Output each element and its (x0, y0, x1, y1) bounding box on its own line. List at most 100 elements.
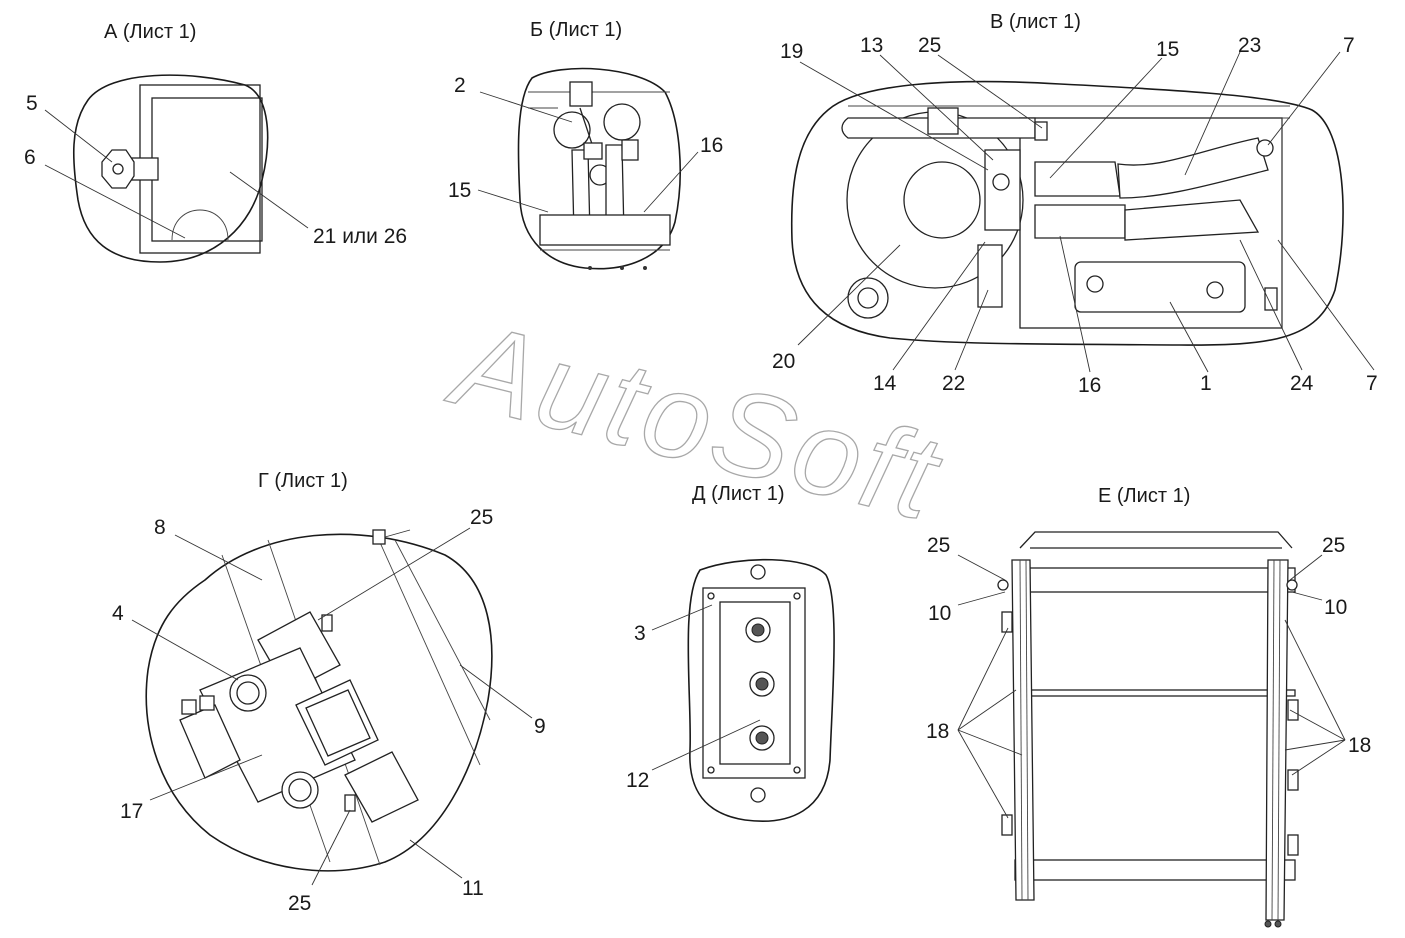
callout-e-10-left: 10 (928, 602, 951, 625)
callout-e-25-right: 25 (1322, 534, 1345, 557)
leader-g-8 (174, 534, 263, 581)
leader-v-13 (879, 54, 994, 161)
view-v-clamp-lower (1264, 287, 1278, 311)
callout-e-18-left: 18 (926, 720, 949, 743)
leader-g-4 (131, 619, 239, 681)
leader-g-9 (459, 664, 533, 719)
view-b-block (539, 214, 671, 246)
leader-g-11 (409, 839, 463, 879)
leader-d-12 (651, 719, 761, 771)
leader-v-19 (799, 61, 989, 171)
view-e-end-cap (1264, 920, 1272, 928)
leader-g-17 (149, 754, 263, 801)
leader-g-25-top (317, 527, 471, 621)
callout-a-5: 5 (26, 92, 38, 115)
view-g: Г (Лист 1) 8 25 4 9 17 25 11 (112, 470, 546, 915)
leader-e-18-left (957, 729, 1023, 756)
view-e-clip (1287, 834, 1299, 856)
view-a: А (Лист 1) 5 6 21 или 26 (24, 21, 407, 263)
view-d-mount-top (750, 564, 766, 580)
view-b-port-left (553, 111, 591, 149)
view-e-rail-right (1265, 559, 1289, 921)
view-b: Б (Лист 1) 2 15 16 (448, 19, 723, 270)
leader-v-24 (1239, 239, 1303, 371)
callout-g-25-bottom: 25 (288, 892, 311, 915)
view-b-title: Б (Лист 1) (530, 19, 622, 41)
view-v-hose-lower (1124, 199, 1260, 241)
leader-v-23 (1184, 51, 1241, 176)
view-d-screw (793, 592, 801, 600)
leader-e-25-left (957, 554, 1006, 581)
leader-b-2 (479, 91, 573, 123)
view-v-plate-bolt (1086, 275, 1104, 293)
callout-a-6: 6 (24, 146, 36, 169)
leader-e-18-right (1289, 709, 1346, 741)
view-v-plate (1074, 261, 1246, 313)
callout-v-1: 1 (1200, 372, 1212, 395)
view-g-valve-bottom (344, 751, 419, 823)
leader-g-25-bottom (311, 809, 351, 886)
view-a-outline (73, 74, 269, 263)
callout-g-4: 4 (112, 602, 124, 625)
view-g-plug-bottom (344, 794, 356, 812)
view-d-screw (707, 592, 715, 600)
view-e-pipe-left (1019, 559, 1023, 901)
view-e-title: Е (Лист 1) (1098, 485, 1190, 507)
callout-v-23: 23 (1238, 34, 1261, 57)
view-g-nut (199, 695, 215, 711)
callout-e-18-right: 18 (1348, 734, 1371, 757)
view-e-bracket-right (1286, 579, 1298, 591)
view-g-port-inner (236, 681, 260, 705)
view-v-title: В (лист 1) (990, 11, 1081, 33)
view-b-coupling (583, 142, 603, 160)
leader-b-15 (477, 189, 549, 213)
callout-e-10-right: 10 (1324, 596, 1347, 619)
view-g-nut (181, 699, 197, 715)
view-d-title: Д (Лист 1) (692, 483, 785, 505)
view-e-clip (1287, 699, 1299, 721)
view-e-pipe-right (1277, 559, 1281, 921)
leader-v-25 (937, 54, 1043, 129)
view-v-top-fitting (927, 107, 959, 135)
view-g-tag-line (384, 529, 411, 538)
callout-g-17: 17 (120, 800, 143, 823)
view-g-band (394, 539, 491, 721)
callout-g-25-top: 25 (470, 506, 493, 529)
leader-e-25-right (1289, 554, 1323, 581)
view-e-pipe-right (1271, 559, 1275, 921)
leader-v-1 (1169, 301, 1209, 373)
view-b-port-right (603, 103, 641, 141)
view-b-dot (588, 266, 592, 270)
view-v-plate-bolt (1206, 281, 1224, 299)
leader-v-7b (1277, 239, 1375, 371)
leader-a-21 (229, 171, 309, 229)
leader-e-18-right (1284, 739, 1346, 751)
view-v-fitting-upper (1034, 161, 1121, 197)
leader-a-5 (44, 109, 113, 163)
callout-g-8: 8 (154, 516, 166, 539)
view-d: Д (Лист 1) 3 12 (626, 483, 835, 822)
view-g-port-inner (288, 778, 312, 802)
callout-v-16: 16 (1078, 374, 1101, 397)
view-e-rail-left (1011, 559, 1035, 901)
callout-v-25: 25 (918, 34, 941, 57)
view-d-temp-knob-center (755, 677, 769, 691)
view-d-screw (707, 766, 715, 774)
view-v-clamp-upper (1256, 139, 1274, 157)
callout-d-3: 3 (634, 622, 646, 645)
view-g-tag (372, 529, 386, 545)
leader-v-14 (892, 241, 986, 371)
view-e-crossbar-2 (1014, 689, 1296, 697)
view-d-screw (793, 766, 801, 774)
leader-v-22 (954, 289, 989, 371)
view-d-temp-knob-2-center (755, 731, 769, 745)
view-e-bracket-left (997, 579, 1009, 591)
callout-v-7-bottom: 7 (1366, 372, 1378, 395)
view-e-crossbar-1 (1014, 567, 1296, 593)
view-g-cover-inner (305, 689, 371, 757)
leader-v-15 (1049, 57, 1163, 179)
view-e-crossbar-3 (1014, 859, 1296, 881)
view-v-roller-core (857, 287, 879, 309)
leader-e-10-right (1291, 591, 1323, 601)
